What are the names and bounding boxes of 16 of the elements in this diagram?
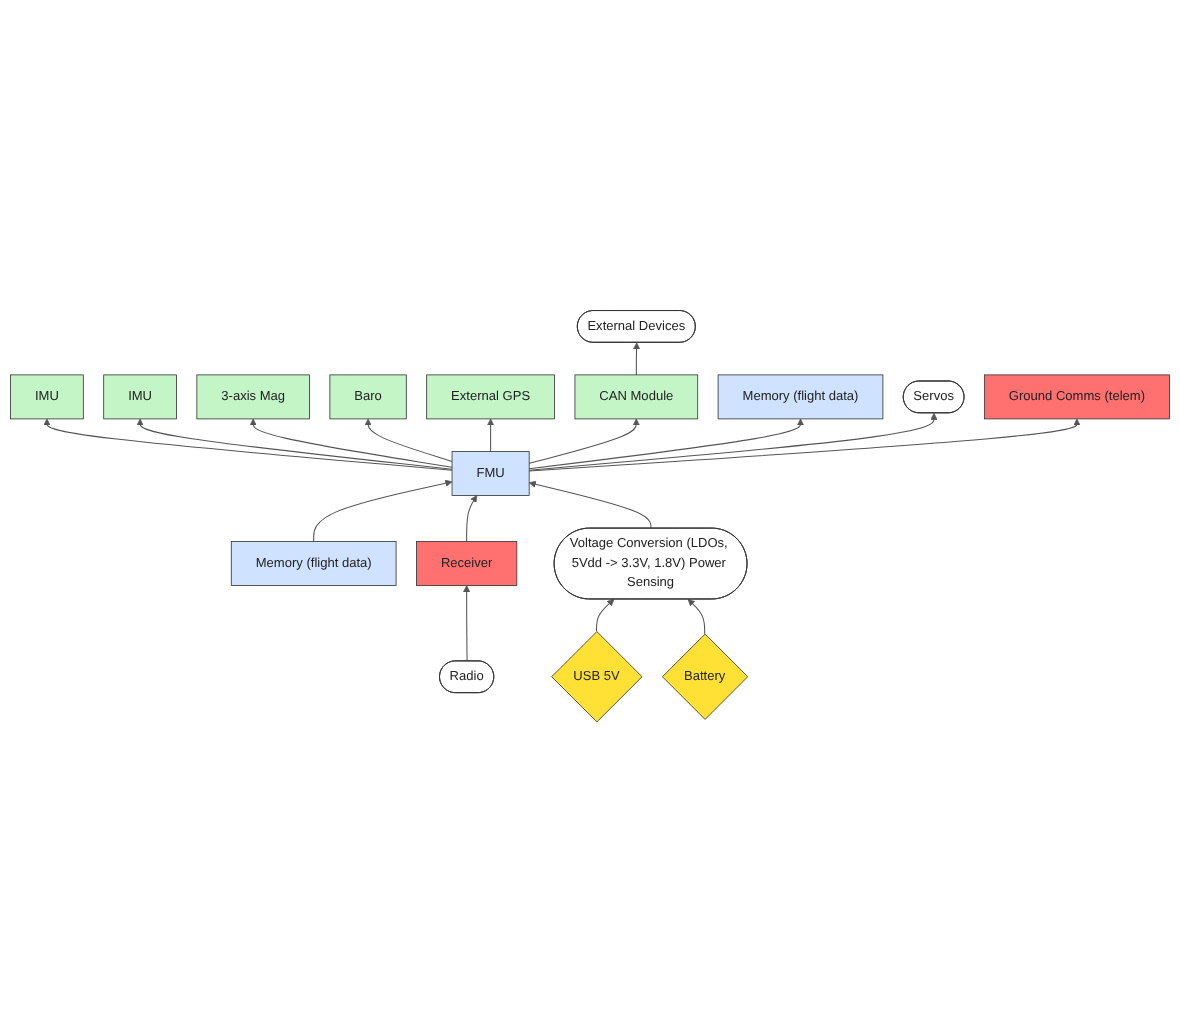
arrow <box>528 419 1081 473</box>
arrow <box>528 481 652 530</box>
arrow <box>633 343 641 377</box>
arrow <box>313 480 453 543</box>
arrow <box>136 419 453 471</box>
arrow <box>528 419 640 465</box>
arrow <box>43 419 453 472</box>
arrow <box>463 585 471 663</box>
arrow <box>487 419 495 453</box>
arrow <box>466 495 478 543</box>
arrow <box>528 419 805 470</box>
arrow <box>687 599 706 636</box>
arrow <box>364 419 453 463</box>
arrow <box>249 419 453 469</box>
arrow <box>528 413 938 472</box>
arrow <box>595 599 615 633</box>
